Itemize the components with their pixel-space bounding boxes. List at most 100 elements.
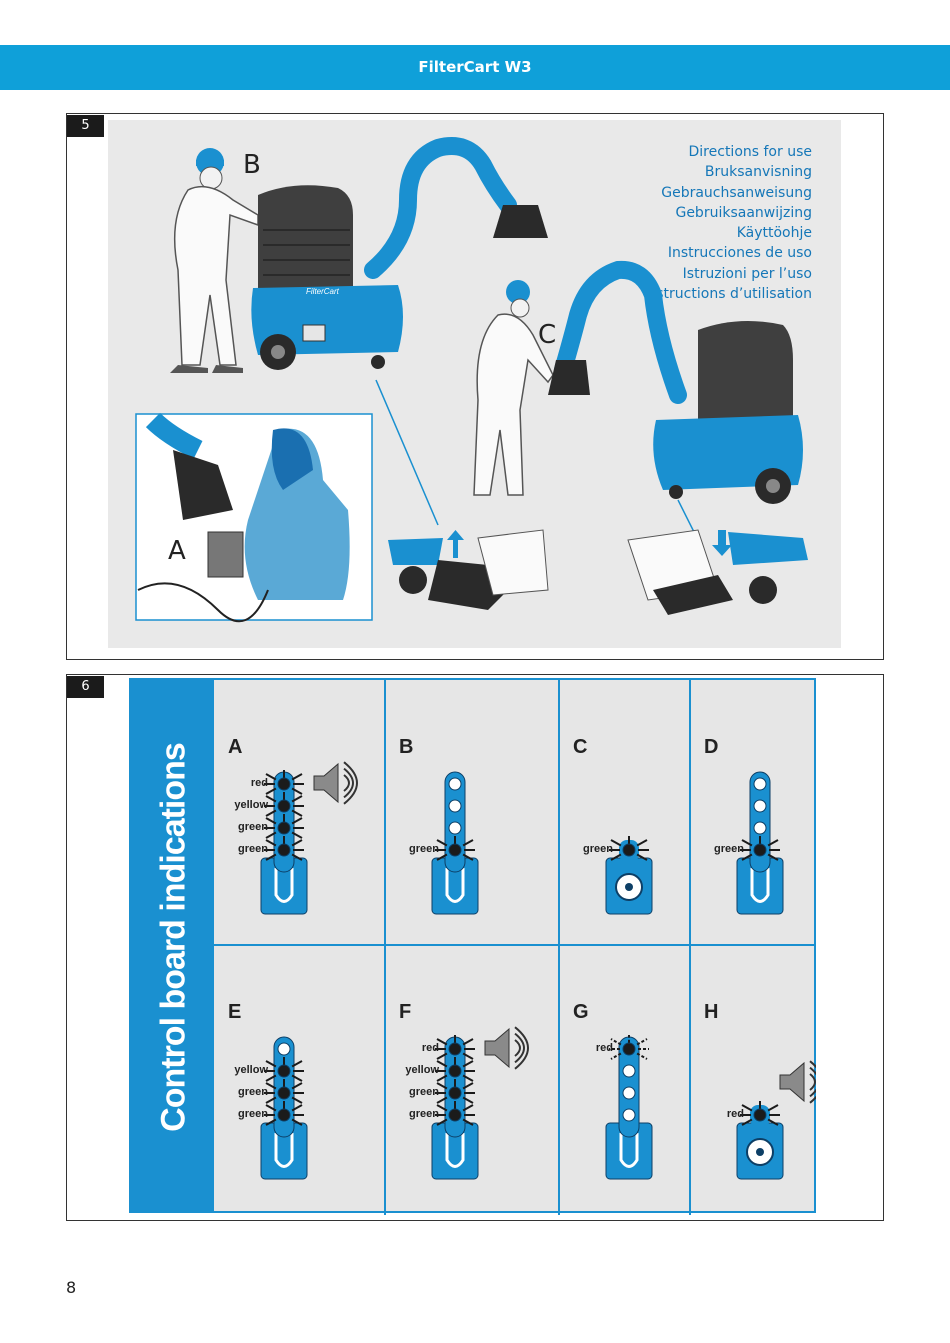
led-off-icon: [448, 799, 462, 813]
u-tube-icon: [274, 1133, 294, 1168]
figure-label-a: A: [168, 536, 186, 566]
led-lit-icon: [753, 843, 767, 857]
led-glow-rays: [435, 1101, 475, 1126]
brake-release-detail: [627, 529, 808, 615]
indication-letter: H: [704, 1001, 719, 1023]
led-off-icon: [753, 799, 767, 813]
led-lit-icon: [277, 821, 291, 835]
control-panel-icon: [260, 761, 358, 915]
led-color-label: green: [238, 843, 268, 855]
indication-letter: D: [704, 736, 719, 758]
worker-pushing-cart-figure: [170, 148, 259, 373]
led-lit-icon: [448, 1108, 462, 1122]
worker-using-hood-figure: [473, 280, 554, 496]
led-glow-rays: [609, 836, 649, 861]
grid-lines: [214, 680, 816, 1215]
speaker-icon: [313, 762, 339, 804]
led-off-icon: [753, 777, 767, 791]
control-panel-icon: [431, 1026, 529, 1180]
usage-illustration-panel: Directions for use Bruksanvisning Gebrau…: [108, 120, 841, 648]
indication-letter: F: [399, 1001, 412, 1023]
speaker-icon: [779, 1061, 805, 1103]
filter-cart-b: [251, 185, 403, 370]
brand-marking-b: FilterCart: [306, 287, 340, 296]
led-color-label: green: [583, 843, 613, 855]
led-lit-icon: [622, 1042, 636, 1056]
control-panel-icon: [431, 771, 479, 915]
led-color-label: red: [421, 1042, 439, 1054]
u-tube-icon: [445, 868, 465, 903]
led-lit-icon: [448, 1086, 462, 1100]
section-5-frame: [66, 113, 884, 660]
led-lit-icon: [753, 1108, 767, 1122]
led-glow-rays: [264, 770, 304, 795]
led-glow-rays: [264, 792, 304, 817]
extraction-arm-b: [364, 137, 517, 279]
led-off-icon: [622, 1108, 636, 1122]
directions-language-list: Directions for use Bruksanvisning Gebrau…: [643, 142, 812, 304]
u-tube-icon: [619, 1133, 639, 1168]
page-number: 8: [66, 1278, 77, 1297]
led-color-label: yellow: [234, 1064, 268, 1076]
section-5-number: 5: [67, 115, 104, 137]
led-glow-rays: [435, 1057, 475, 1082]
led-lit-icon: [448, 1064, 462, 1078]
led-glow-rays: [740, 836, 780, 861]
language-line: Gebruiksaanwijzing: [675, 204, 812, 221]
language-line: Istruzioni per l’uso: [682, 265, 812, 282]
figure-label-b: B: [243, 150, 261, 180]
led-off-icon: [448, 777, 462, 791]
led-glow-rays: [609, 1035, 649, 1060]
led-off-icon: [622, 1086, 636, 1100]
led-color-label: green: [714, 843, 744, 855]
language-line: Bruksanvisning: [704, 164, 812, 181]
section-6-title-bar: Control board indications: [129, 678, 214, 1213]
led-color-label: red: [595, 1042, 613, 1054]
control-panel-icon: [605, 1035, 653, 1180]
led-glow-rays: [264, 814, 304, 839]
led-lit-icon: [277, 1064, 291, 1078]
led-color-label: green: [238, 1086, 268, 1098]
control-board-title: Control board indications: [154, 743, 193, 1132]
language-line: Instructions d’utilisation: [643, 286, 812, 303]
led-glow-rays: [264, 1079, 304, 1104]
indication-letter: C: [573, 736, 588, 758]
led-lit-icon: [277, 1108, 291, 1122]
language-line: Gebrauchsanweisung: [661, 184, 812, 201]
led-color-label: green: [409, 1086, 439, 1098]
led-lit-icon: [448, 843, 462, 857]
language-line: Käyttöohje: [736, 225, 812, 242]
document-title: FilterCart W3: [418, 58, 532, 76]
led-color-label: green: [409, 843, 439, 855]
language-line: Directions for use: [688, 144, 812, 160]
led-off-icon: [277, 1042, 291, 1056]
led-glow-rays: [264, 1057, 304, 1082]
control-panel-icon: [736, 1060, 816, 1180]
led-off-icon: [448, 821, 462, 835]
section-6-number: 6: [67, 676, 104, 698]
led-color-label: red: [250, 777, 268, 789]
led-glow-rays: [264, 836, 304, 861]
led-lit-icon: [277, 843, 291, 857]
led-color-label: yellow: [234, 799, 268, 811]
led-off-icon: [753, 821, 767, 835]
speaker-icon: [484, 1027, 510, 1069]
extraction-arm-c: [554, 260, 687, 404]
u-tube-icon: [750, 868, 770, 903]
language-line: Instrucciones de uso: [667, 245, 812, 262]
led-color-label: green: [409, 1108, 439, 1120]
led-glow-rays: [435, 1035, 475, 1060]
led-color-label: yellow: [405, 1064, 439, 1076]
section-6-frame: [66, 674, 884, 1221]
indication-letter: B: [399, 736, 414, 758]
indication-letter: G: [573, 1001, 589, 1023]
